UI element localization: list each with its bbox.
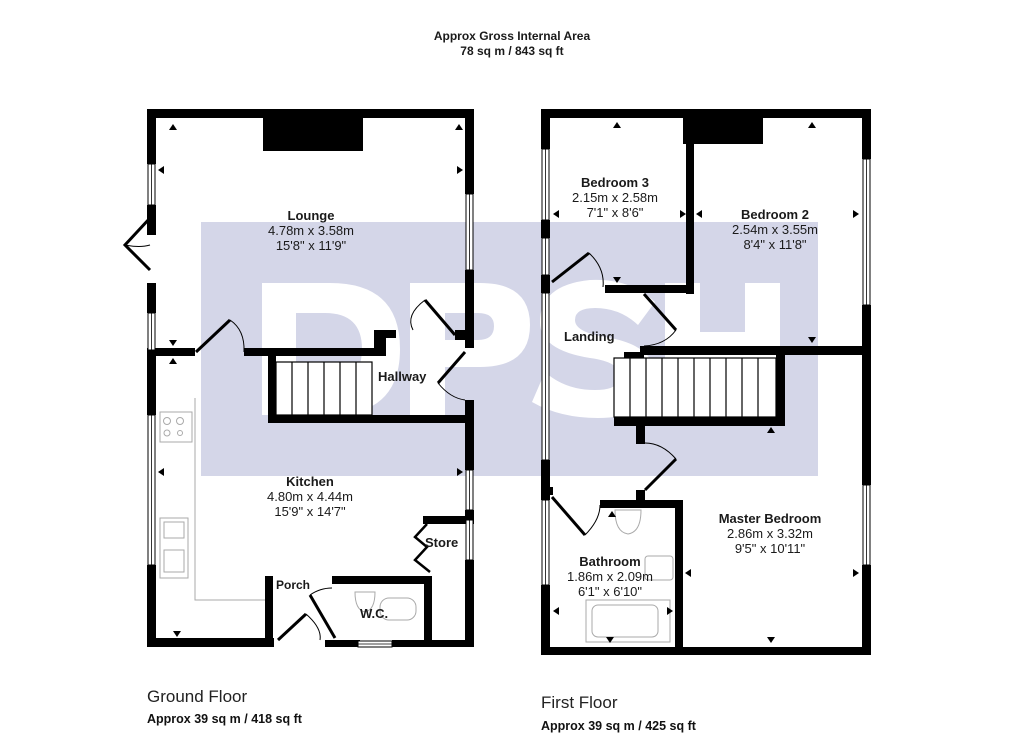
room-bathroom: Bathroom 1.86m x 2.09m 6'1" x 6'10" — [554, 554, 666, 599]
first-floor-area: Approx 39 sq m / 425 sq ft — [541, 719, 696, 733]
room-metric: 2.86m x 3.32m — [727, 526, 813, 541]
room-metric: 2.54m x 3.55m — [732, 222, 818, 237]
room-porch: Porch — [276, 578, 311, 592]
room-kitchen: Kitchen 4.80m x 4.44m 15'9" x 14'7" — [235, 474, 385, 519]
room-master-bedroom: Master Bedroom 2.86m x 3.32m 9'5" x 10'1… — [695, 511, 845, 556]
room-imperial: 15'9" x 14'7" — [274, 504, 346, 519]
ground-floor-area: Approx 39 sq m / 418 sq ft — [147, 712, 302, 726]
room-metric: 2.15m x 2.58m — [572, 190, 658, 205]
room-name: Bedroom 3 — [581, 175, 649, 190]
room-hallway: Hallway — [378, 369, 427, 384]
room-name: Kitchen — [286, 474, 334, 489]
room-name: Lounge — [287, 208, 335, 223]
room-imperial: 15'8" x 11'9" — [275, 238, 347, 253]
room-name: Bathroom — [579, 554, 641, 569]
room-store: Store — [425, 535, 459, 550]
room-metric: 4.80m x 4.44m — [267, 489, 353, 504]
room-imperial: 6'1" x 6'10" — [577, 584, 643, 599]
ground-floor-title: Ground Floor — [147, 687, 248, 706]
room-metric: 4.78m x 3.58m — [268, 223, 354, 238]
room-lounge: Lounge 4.78m x 3.58m 15'8" x 11'9" — [236, 208, 386, 253]
room-imperial: 7'1" x 8'6" — [586, 205, 644, 220]
room-metric: 1.86m x 2.09m — [567, 569, 653, 584]
room-wc: W.C. — [360, 606, 389, 621]
room-imperial: 9'5" x 10'11" — [734, 541, 806, 556]
room-bedroom-2: Bedroom 2 2.54m x 3.55m 8'4" x 11'8" — [710, 207, 840, 252]
ground-floor-plan — [122, 109, 474, 648]
room-name: Bedroom 2 — [741, 207, 809, 222]
gross-area-value: 78 sq m / 843 sq ft — [460, 44, 564, 58]
gross-area-title: Approx Gross Internal Area — [433, 29, 591, 43]
room-imperial: 8'4" x 11'8" — [743, 237, 807, 252]
first-floor-plan — [541, 109, 871, 655]
room-landing: Landing — [564, 329, 615, 344]
room-name: Master Bedroom — [718, 511, 822, 526]
first-floor-title: First Floor — [541, 693, 618, 712]
room-bedroom-3: Bedroom 3 2.15m x 2.58m 7'1" x 8'6" — [550, 175, 680, 220]
